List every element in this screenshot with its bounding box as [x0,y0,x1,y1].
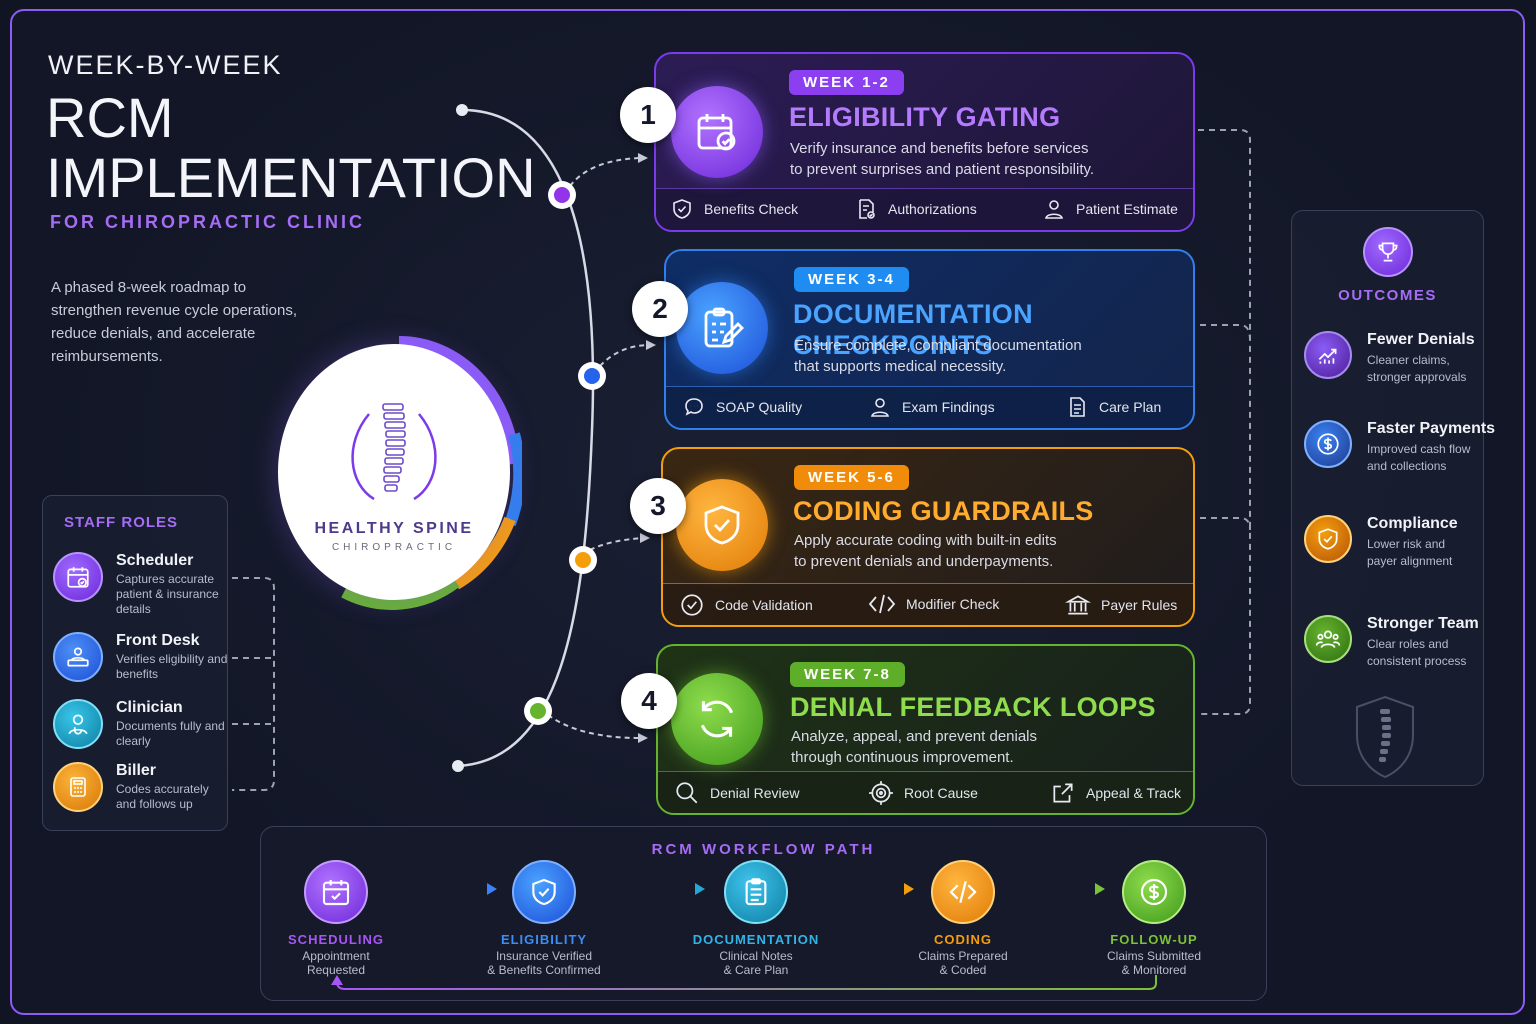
staff-roles-panel: STAFF ROLES Scheduler Captures accurate … [42,495,228,831]
role-desc: Codes accurately and follows up [116,782,209,811]
chat-bubble-icon [685,398,703,416]
feature-appeal-track: Appeal & Track [1050,780,1181,806]
role-name: Biller [116,762,157,779]
page-title: RCM IMPLEMENTATION [46,88,536,208]
week-title: CODING GUARDRAILS [793,496,1094,526]
week-badge: WEEK 1-2 [789,70,904,95]
workflow-step-coding: CODING Claims Prepared& Coded [863,860,1063,977]
step-number-1: 1 [620,87,676,143]
calendar-icon [304,860,368,924]
title-line-2: IMPLEMENTATION [46,146,536,209]
title-line-1: RCM [46,86,174,149]
workflow-step-documentation: DOCUMENTATION Clinical Notes& Care Plan [656,860,856,977]
feature-strip: Benefits Check Authorizations Patient Es… [656,188,1193,230]
spine-shield-icon [1356,695,1414,779]
role-desc: Documents fully and clearly [116,719,225,748]
week-badge: WEEK 5-6 [794,465,909,490]
logo-subtitle: CHIROPRACTIC [331,542,457,553]
feature-authorizations: Authorizations [854,197,977,221]
feature-exam-findings: Exam Findings [868,395,995,419]
code-brackets-icon [868,594,896,614]
week-title: ELIGIBILITY GATING [789,102,1061,132]
step-number-3: 3 [630,478,686,534]
user-icon [871,398,889,417]
feature-patient-estimate: Patient Estimate [1042,197,1178,221]
calculator-icon [53,762,103,812]
document-check-icon [859,199,875,219]
role-name: Scheduler [116,552,194,569]
outcomes-title: OUTCOMES [1338,287,1437,304]
outcomes-panel: OUTCOMES Fewer Denials Cleaner claims, s… [1291,210,1495,786]
workflow-panel: RCM WORKFLOW PATH SCHEDULING Appointment… [260,826,1267,1001]
chart-up-icon [1304,331,1352,379]
week-1-card: WEEK 1-2 ELIGIBILITY GATING Verify insur… [654,52,1195,232]
desk-icon [53,632,103,682]
feature-strip: Code Validation Modifier Check Payer Rul… [663,583,1193,625]
magnifier-icon [676,782,698,804]
role-name: Front Desk [116,632,200,649]
week-title: DOCUMENTATION CHECKPOINTS [793,299,1033,360]
dollar-icon [1122,860,1186,924]
staff-roles-title: STAFF ROLES [64,514,179,531]
clinic-logo: HEALTHY SPINE CHIROPRACTIC [278,344,510,600]
week-desc: Ensure complete, compliant documentation… [794,337,1082,375]
feature-care-plan: Care Plan [1065,395,1161,419]
spine-logo-icon [351,403,437,501]
user-icon [1045,200,1063,219]
trophy-icon [1363,227,1413,277]
clipboard-edit-icon [676,282,768,374]
week-title: DENIAL FEEDBACK LOOPS [790,692,1156,722]
code-file-icon [931,860,995,924]
workflow-arrows [331,883,1157,990]
shield-check-icon [673,199,691,219]
feature-root-cause: Root Cause [868,780,978,806]
dollar-icon [1304,420,1352,468]
external-link-icon [1053,783,1073,803]
calendar-check-icon [671,86,763,178]
team-icon [1304,615,1352,663]
shield-icon [1304,515,1352,563]
logo-name: HEALTHY SPINE [314,520,474,537]
clipboard-icon [724,860,788,924]
target-icon [869,781,893,805]
step-number-2: 2 [632,281,688,337]
page-subtitle: FOR CHIROPRACTIC CLINIC [50,212,365,232]
role-name: Clinician [116,699,183,716]
logo-color-ring [341,335,522,610]
step-number-4: 4 [621,673,677,729]
workflow-step-eligibility: ELIGIBILITY Insurance Verified& Benefits… [444,860,644,977]
check-circle-icon [681,594,703,616]
feature-soap-quality: SOAP Quality [682,395,802,419]
clinician-icon [53,699,103,749]
feature-denial-review: Denial Review [674,780,799,806]
bank-icon [1065,595,1091,615]
shield-icon [512,860,576,924]
feature-strip: SOAP Quality Exam Findings Care Plan [666,386,1193,428]
page-description: A phased 8-week roadmap to strengthen re… [51,279,297,365]
feature-benefits-check: Benefits Check [670,197,798,221]
eyebrow-text: WEEK-BY-WEEK [48,50,283,80]
shield-check-large-icon [676,479,768,571]
week-badge: WEEK 7-8 [790,662,905,687]
workflow-title: RCM WORKFLOW PATH [651,841,876,858]
week-desc: Apply accurate coding with built-in edit… [794,532,1057,570]
refresh-cycle-icon [671,673,763,765]
feature-strip: Denial Review Root Cause Appeal & Track [658,771,1193,813]
document-icon [1070,397,1085,417]
feature-payer-rules: Payer Rules [1065,592,1177,618]
calendar-icon [53,552,103,602]
week-2-card: WEEK 3-4 DOCUMENTATION CHECKPOINTS Ensur… [664,249,1195,430]
role-desc: Verifies eligibility and benefits [116,652,228,681]
role-desc: Captures accurate patient & insurance de… [116,572,219,616]
week-badge: WEEK 3-4 [794,267,909,292]
feature-modifier-check: Modifier Check [868,592,999,616]
feature-code-validation: Code Validation [679,592,813,618]
week-desc: Verify insurance and benefits before ser… [790,140,1095,178]
workflow-step-follow-up: FOLLOW-UP Claims Submitted& Monitored [1054,860,1254,977]
